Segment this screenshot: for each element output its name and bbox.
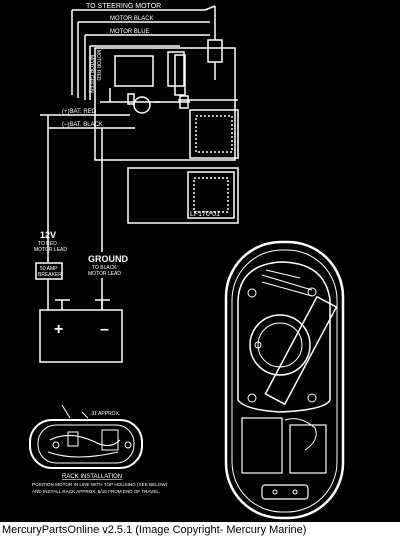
label-motor-green: MOTOR GREEN — [88, 55, 94, 93]
label-to-black-1: TO BLACK — [92, 265, 117, 271]
image-caption: MercuryPartsOnline v2.5.1 (Image Copyrig… — [2, 524, 307, 536]
label-motor-blue: MOTOR BLUE — [110, 29, 150, 35]
label-to-black-2: MOTOR LEAD — [88, 271, 121, 277]
label-12v: 12V — [40, 230, 56, 240]
label-battery-plus: + — [54, 321, 63, 338]
label-motor-red: MOTOR RED — [95, 50, 101, 81]
label-breaker-1: 50 AMP — [40, 266, 58, 272]
rack-installation-detail — [29, 404, 143, 469]
label-board-id: LF170-01 — [190, 211, 220, 218]
label-to-red-2: MOTOR LEAD — [34, 247, 67, 253]
wiring-diagram: TO STEERING MOTOR MOTOR BLACK MOTOR BLUE… — [0, 0, 400, 522]
label-rack-text-2: AND INSTALL RACK APPROX. 5/16 FROM END O… — [32, 489, 160, 494]
label-to-steering-motor: TO STEERING MOTOR — [86, 3, 161, 10]
label-ground: GROUND — [88, 254, 128, 264]
label-rack-title: RACK INSTALLATION — [62, 474, 122, 480]
label-motor-black: MOTOR BLACK — [110, 16, 154, 22]
motor-housing — [224, 240, 345, 520]
label-rack-text-1: POSITION MOTOR IN LINE WITH TOP HOUSING … — [32, 482, 168, 487]
label-to-red-1: TO RED — [38, 241, 57, 247]
label-breaker-2: BREAKER — [38, 272, 62, 278]
label-bat-red: (+)BAT. RED — [62, 109, 97, 115]
label-battery-minus: – — [100, 321, 109, 338]
label-approx: .31 APPROX. — [90, 411, 120, 417]
label-bat-black: (–)BAT. BLACK — [62, 122, 103, 128]
